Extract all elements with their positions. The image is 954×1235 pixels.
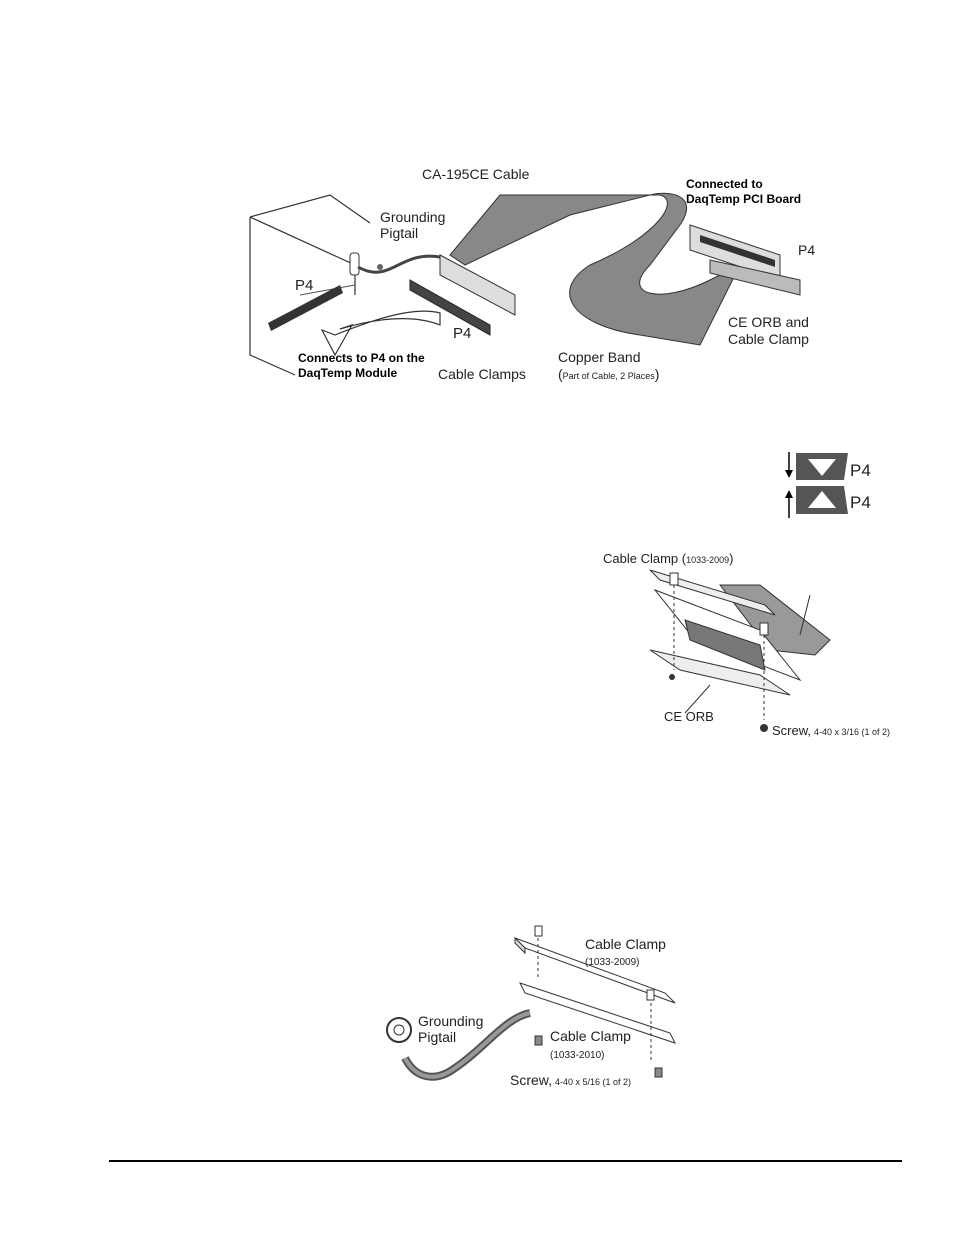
connects-to-label-line1: Connects to P4 on the <box>298 351 425 365</box>
screw-label: Screw,4-40 x 3/16 (1 of 2) <box>772 723 890 738</box>
ce-orb-assembly-figure: Cable Clamp (1033-2009) CE ORB Screw,4-4… <box>603 551 890 738</box>
screw-icon <box>669 674 675 680</box>
grounding-pigtail-label-line2: Pigtail <box>418 1029 456 1045</box>
cable-clamp-pigtail-figure: Cable Clamp (1033-2009) Grounding Pigtai… <box>386 925 676 1088</box>
screw-icon <box>534 1035 543 1046</box>
grounding-pigtail-label-line1: Grounding <box>380 209 445 225</box>
bottom-cable-clamp-label: Cable Clamp <box>550 1028 631 1044</box>
module-p4-label: P4 <box>295 277 313 294</box>
cable-clamps-label: Cable Clamps <box>438 366 526 382</box>
p4-orientation-figure: P4 P4 <box>785 452 871 518</box>
ce-orb-label: CE ORB <box>664 709 714 724</box>
top-p4-label: P4 <box>850 461 871 480</box>
copper-band-note: (Part of Cable, 2 Places) <box>558 366 659 382</box>
right-p4-label: P4 <box>798 242 815 258</box>
ce-orb-label-line2: Cable Clamp <box>728 331 809 347</box>
connector-p4-label: P4 <box>453 325 471 342</box>
ribbon-cable-drawing <box>449 192 742 346</box>
top-orientation: P4 <box>785 452 871 480</box>
bottom-cable-clamp-part: (1033-2010) <box>550 1050 604 1061</box>
grounding-pigtail-wire <box>357 254 441 274</box>
grounding-pigtail-label-line1: Grounding <box>418 1013 483 1029</box>
daqtemp-module-drawing <box>249 194 371 376</box>
footer-rule <box>109 1160 902 1162</box>
down-arrow-icon <box>785 470 793 478</box>
screw-icon <box>654 1067 663 1078</box>
connected-to-label-line2: DaqTemp PCI Board <box>686 192 801 206</box>
screw-icon <box>760 724 768 732</box>
cable-connection-figure: CA-195CE Cable Connected to DaqTemp PCI … <box>249 166 815 382</box>
ce-orb-label-line1: CE ORB and <box>728 314 809 330</box>
right-connector-drawing <box>689 224 801 296</box>
grounding-pigtail-label-line2: Pigtail <box>380 225 418 241</box>
connects-to-label-line2: DaqTemp Module <box>298 366 397 380</box>
bottom-p4-label: P4 <box>850 493 871 512</box>
top-cable-clamp-part: (1033-2009) <box>585 957 639 968</box>
connected-to-label-line1: Connected to <box>686 177 763 191</box>
screw-label: Screw,4-40 x 5/16 (1 of 2) <box>510 1072 631 1088</box>
cable-clamp-label: Cable Clamp (1033-2009) <box>603 551 733 566</box>
bottom-orientation: P4 <box>785 486 871 518</box>
up-arrow-icon <box>785 490 793 498</box>
cable-label: CA-195CE Cable <box>422 166 530 182</box>
down-triangle-icon <box>808 459 836 476</box>
up-triangle-icon <box>808 491 836 508</box>
insert-arrow-icon <box>320 310 441 357</box>
copper-band-label: Copper Band <box>558 349 641 365</box>
top-cable-clamp-label: Cable Clamp <box>585 936 666 952</box>
left-connector-drawing <box>409 254 516 336</box>
